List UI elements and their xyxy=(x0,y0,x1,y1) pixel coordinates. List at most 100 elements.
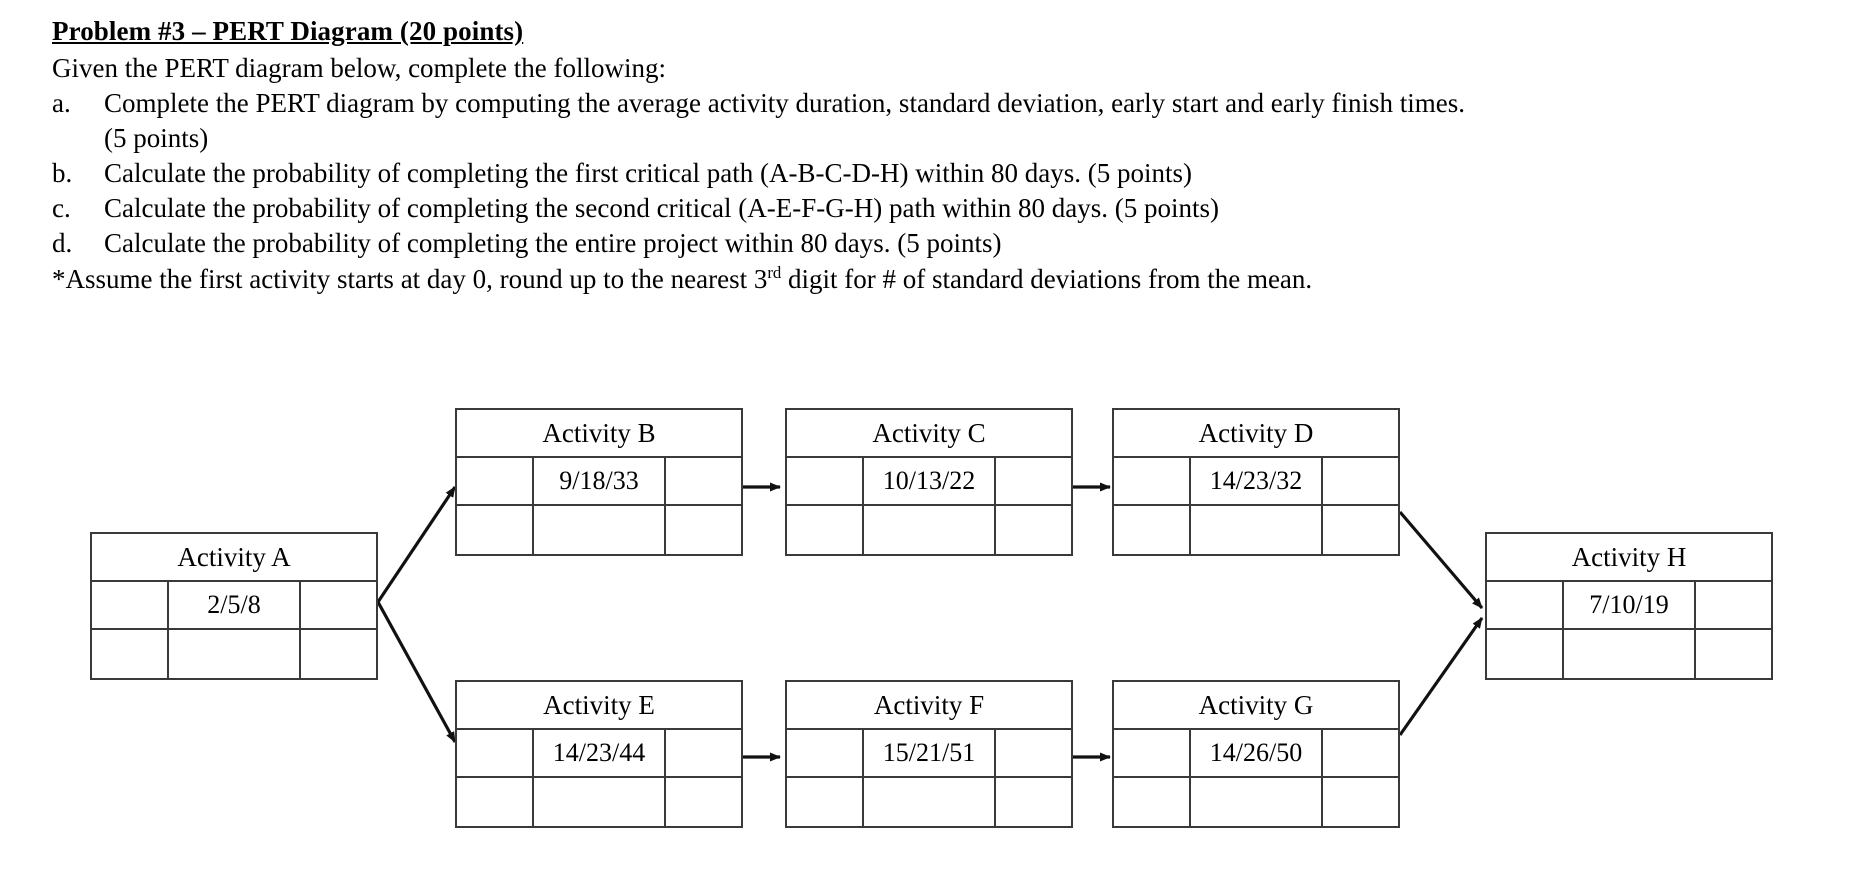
node-a-title-row: Activity A xyxy=(92,534,376,582)
node-d-duration[interactable] xyxy=(1114,506,1191,554)
node-g-duration[interactable] xyxy=(1114,778,1191,826)
node-h-slack[interactable] xyxy=(1694,630,1771,678)
node-f-duration[interactable] xyxy=(787,778,864,826)
node-d-std-dev[interactable] xyxy=(1191,506,1322,554)
node-a-early-finish[interactable] xyxy=(299,582,376,628)
node-h-title-row: Activity H xyxy=(1487,534,1771,582)
node-e-early-finish[interactable] xyxy=(664,730,741,776)
node-e-bottom-row xyxy=(457,778,741,826)
task-text-d: Calculate the probability of completing … xyxy=(104,228,1002,259)
node-g-title-row: Activity G xyxy=(1114,682,1398,730)
node-a-early-start[interactable] xyxy=(92,582,169,628)
node-c-title-row: Activity C xyxy=(787,410,1071,458)
node-b-estimates: 9/18/33 xyxy=(559,466,639,495)
edge-a-e xyxy=(376,601,457,743)
node-d-title-row: Activity D xyxy=(1114,410,1398,458)
task-text-c: Calculate the probability of completing … xyxy=(104,192,1219,223)
node-f-bottom-row xyxy=(787,778,1071,826)
task-text-b: Calculate the probability of completing … xyxy=(104,157,1192,188)
node-c-std-dev[interactable] xyxy=(864,506,995,554)
task-item-d: d. Calculate the probability of completi… xyxy=(52,226,1842,261)
node-a-std-dev[interactable] xyxy=(169,630,300,678)
node-b-label: Activity B xyxy=(542,417,656,448)
node-e-std-dev[interactable] xyxy=(534,778,665,826)
node-d-early-finish[interactable] xyxy=(1321,458,1398,504)
task-item-a: a. Complete the PERT diagram by computin… xyxy=(52,86,1842,156)
node-c-early-start[interactable] xyxy=(787,458,864,504)
node-b-early-finish[interactable] xyxy=(664,458,741,504)
task-list: a. Complete the PERT diagram by computin… xyxy=(52,86,1842,261)
node-c-duration[interactable] xyxy=(787,506,864,554)
node-d-estimates: 14/23/32 xyxy=(1209,466,1303,495)
node-h-early-start[interactable] xyxy=(1487,582,1564,628)
node-g-mid-row: 14/26/50 xyxy=(1114,730,1398,778)
node-f-mid-row: 15/21/51 xyxy=(787,730,1071,778)
node-activity-e[interactable]: Activity E 14/23/44 xyxy=(455,680,743,828)
node-activity-c[interactable]: Activity C 10/13/22 xyxy=(785,408,1073,556)
node-f-std-dev[interactable] xyxy=(864,778,995,826)
node-e-title-row: Activity E xyxy=(457,682,741,730)
node-f-label: Activity F xyxy=(873,689,985,720)
task-marker-a: a. xyxy=(52,87,71,118)
node-c-early-finish[interactable] xyxy=(994,458,1071,504)
node-h-mid-row: 7/10/19 xyxy=(1487,582,1771,630)
task-item-b: b. Calculate the probability of completi… xyxy=(52,156,1842,191)
node-f-estimates: 15/21/51 xyxy=(882,738,976,767)
node-h-std-dev[interactable] xyxy=(1564,630,1695,678)
task-text-a: Complete the PERT diagram by computing t… xyxy=(104,87,1466,118)
node-b-std-dev[interactable] xyxy=(534,506,665,554)
node-g-std-dev[interactable] xyxy=(1191,778,1322,826)
node-a-label: Activity A xyxy=(177,541,291,572)
node-activity-a[interactable]: Activity A 2/5/8 xyxy=(90,532,378,680)
node-g-early-start[interactable] xyxy=(1114,730,1191,776)
node-e-mid-row: 14/23/44 xyxy=(457,730,741,778)
footnote-text-before: *Assume the first activity starts at day… xyxy=(52,264,768,295)
intro-line: Given the PERT diagram below, complete t… xyxy=(52,52,666,83)
node-c-slack[interactable] xyxy=(994,506,1071,554)
node-h-duration[interactable] xyxy=(1487,630,1564,678)
edge-g-h xyxy=(1398,617,1484,736)
task-marker-d: d. xyxy=(52,228,73,259)
node-h-estimates: 7/10/19 xyxy=(1589,590,1669,619)
node-e-duration[interactable] xyxy=(457,778,534,826)
node-activity-h[interactable]: Activity H 7/10/19 xyxy=(1485,532,1773,680)
node-f-early-start[interactable] xyxy=(787,730,864,776)
node-h-early-finish[interactable] xyxy=(1694,582,1771,628)
node-f-early-finish[interactable] xyxy=(994,730,1071,776)
node-g-label: Activity G xyxy=(1198,689,1314,720)
node-e-early-start[interactable] xyxy=(457,730,534,776)
problem-statement: Problem #3 – PERT Diagram (20 points) Gi… xyxy=(52,14,1842,297)
node-d-mid-row: 14/23/32 xyxy=(1114,458,1398,506)
node-activity-g[interactable]: Activity G 14/26/50 xyxy=(1112,680,1400,828)
edge-a-b xyxy=(376,486,457,603)
footnote-ordinal-suffix: rd xyxy=(767,263,782,283)
task-marker-c: c. xyxy=(52,192,71,223)
edge-d-h xyxy=(1398,510,1484,610)
node-d-slack[interactable] xyxy=(1321,506,1398,554)
node-c-label: Activity C xyxy=(872,417,986,448)
node-activity-b[interactable]: Activity B 9/18/33 xyxy=(455,408,743,556)
node-activity-f[interactable]: Activity F 15/21/51 xyxy=(785,680,1073,828)
task-continuation-a: (5 points) xyxy=(104,122,209,153)
node-g-slack[interactable] xyxy=(1321,778,1398,826)
node-a-duration[interactable] xyxy=(92,630,169,678)
node-e-slack[interactable] xyxy=(664,778,741,826)
node-g-early-finish[interactable] xyxy=(1321,730,1398,776)
node-b-early-start[interactable] xyxy=(457,458,534,504)
node-d-early-start[interactable] xyxy=(1114,458,1191,504)
node-a-bottom-row xyxy=(92,630,376,678)
node-e-label: Activity E xyxy=(543,689,655,720)
node-b-mid-row: 9/18/33 xyxy=(457,458,741,506)
footnote-text-after: digit for # of standard deviations from … xyxy=(781,264,1313,295)
node-f-slack[interactable] xyxy=(994,778,1071,826)
node-c-estimates: 10/13/22 xyxy=(882,466,976,495)
node-b-slack[interactable] xyxy=(664,506,741,554)
node-d-label: Activity D xyxy=(1198,417,1314,448)
node-activity-d[interactable]: Activity D 14/23/32 xyxy=(1112,408,1400,556)
node-h-label: Activity H xyxy=(1571,541,1687,572)
node-a-slack[interactable] xyxy=(299,630,376,678)
node-b-duration[interactable] xyxy=(457,506,534,554)
task-item-c: c. Calculate the probability of completi… xyxy=(52,191,1842,226)
